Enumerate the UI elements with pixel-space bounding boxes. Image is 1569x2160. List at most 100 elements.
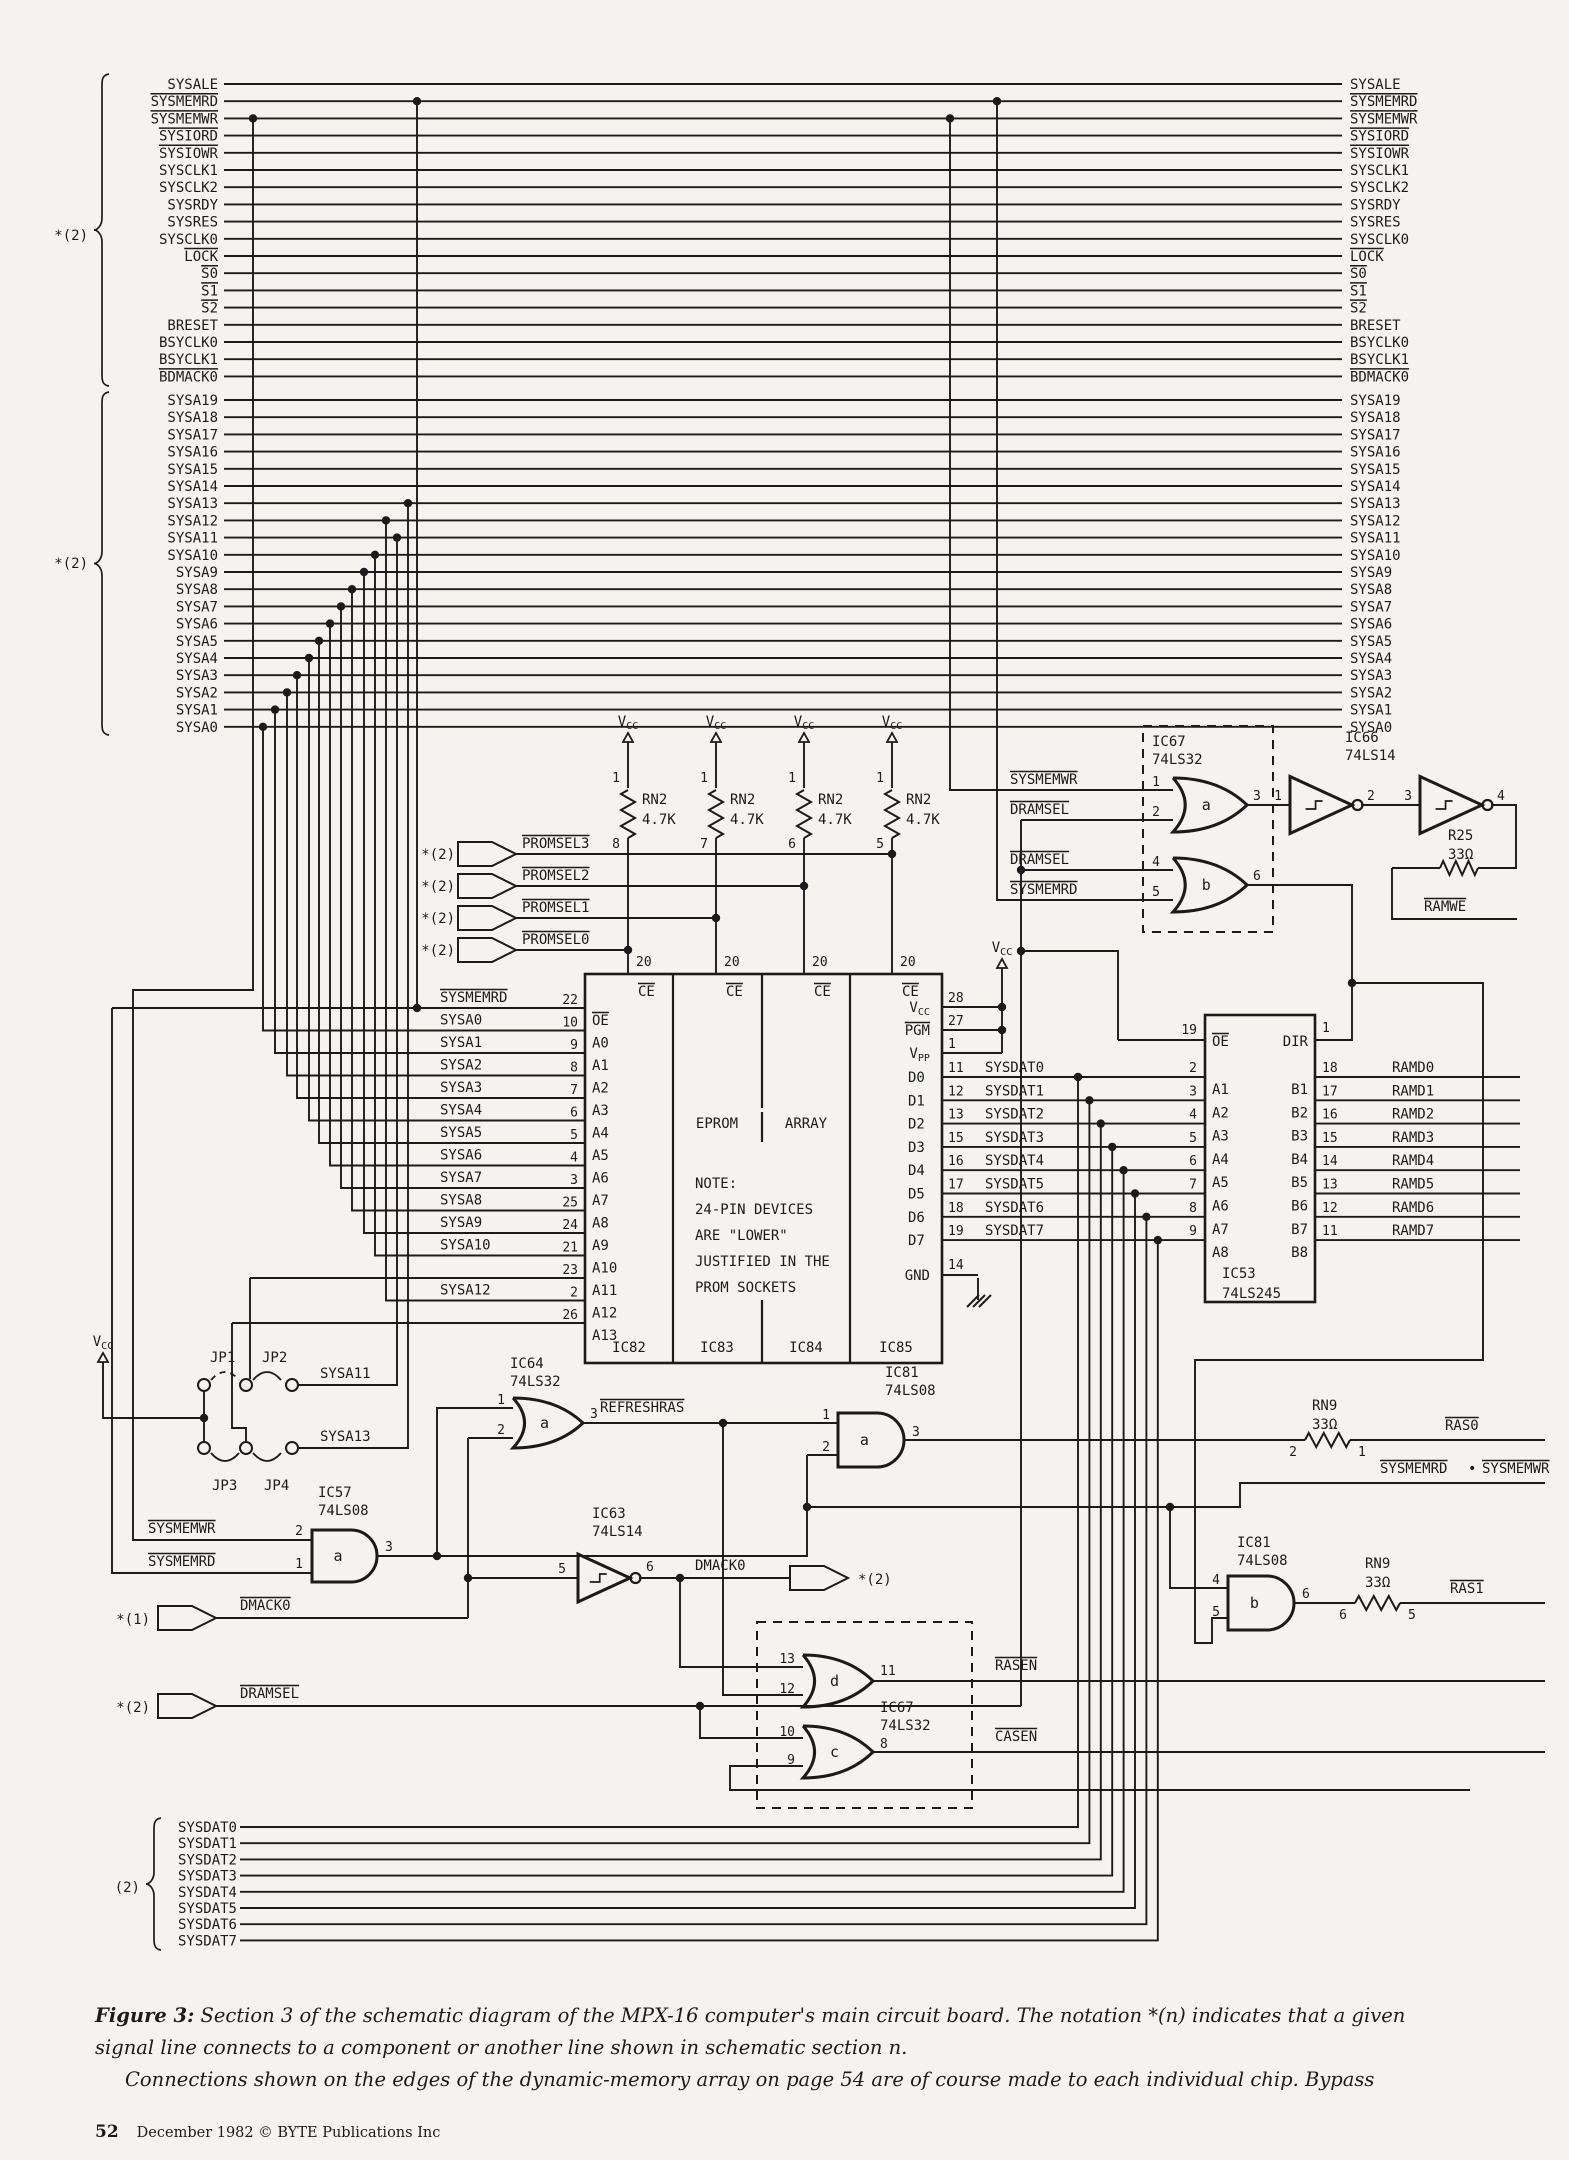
pin-number: 15 <box>948 1131 964 1146</box>
bus-signal-label: S2 <box>201 301 218 317</box>
bus-signal-label: SYSA18 <box>1350 410 1401 426</box>
resistor <box>1304 1430 1351 1450</box>
hysteresis-icon <box>589 1573 607 1583</box>
section-tag: *(1) <box>116 1612 150 1628</box>
pin-number: 15 <box>1322 1131 1338 1146</box>
pin-number: 2 <box>822 1440 830 1455</box>
eprom-title: EPROM <box>696 1116 738 1132</box>
gate-letter: b <box>1250 1594 1259 1612</box>
note-text: NOTE: <box>695 1176 737 1192</box>
bus-signal-label: SYSA19 <box>1350 393 1401 409</box>
signal-label: SYSMEMRD <box>148 1554 215 1570</box>
pin-number: 12 <box>1322 1201 1338 1216</box>
section-tag: *(2) <box>858 1572 892 1588</box>
or-gate <box>799 1724 876 1780</box>
pin-name: B4 <box>1291 1152 1308 1168</box>
component-value: 33Ω <box>1448 847 1473 863</box>
bus-signal-label: SYSCLK2 <box>159 180 218 196</box>
jumper-pad-icon <box>239 1378 253 1392</box>
offpage-connector-icon <box>457 873 519 899</box>
bus-signal-label: SYSA6 <box>1350 617 1392 633</box>
wire <box>1021 950 1119 1040</box>
bus-brace <box>145 1817 162 1951</box>
bus-signal-label: SYSCLK2 <box>1350 180 1409 196</box>
wire <box>340 606 585 1189</box>
jumper-label: JP2 <box>262 1350 287 1366</box>
bus-signal-label: SYSA2 <box>176 685 218 701</box>
component-designator: RN2 <box>818 792 843 808</box>
wire <box>1247 884 1353 1041</box>
bus-signal-label: SYSRES <box>167 215 218 231</box>
wire <box>296 675 585 1099</box>
signal-label: SYSMEMWR <box>148 1521 216 1537</box>
component-designator: RN9 <box>1365 1556 1390 1572</box>
pin-name: A5 <box>1212 1175 1229 1191</box>
pin-number: 1 <box>497 1393 505 1408</box>
signal-label: RAMD7 <box>1392 1223 1434 1239</box>
wire <box>102 1362 204 1419</box>
junction-dot <box>887 849 897 859</box>
bus-signal-label: LOCK <box>1350 249 1384 265</box>
bus-signal-label: SYSA0 <box>176 720 218 736</box>
pin-name: VPP <box>909 1046 930 1064</box>
jumper-pad-icon <box>197 1441 211 1455</box>
signal-label: RAS1 <box>1450 1581 1484 1597</box>
bus-signal-label: SYSDAT2 <box>178 1852 237 1868</box>
component-value: 33Ω <box>1312 1417 1337 1433</box>
pin-name: B7 <box>1291 1222 1308 1238</box>
pin-name: A6 <box>592 1171 609 1187</box>
chip-part: 74LS08 <box>318 1503 369 1519</box>
bus-signal-label: SYSRDY <box>1350 197 1401 213</box>
pin-number: 25 <box>562 1196 578 1211</box>
pin-name: CE <box>638 984 655 1000</box>
eprom-title: ARRAY <box>785 1116 828 1132</box>
pin-number: 17 <box>1322 1084 1338 1099</box>
note-text: ARE "LOWER" <box>695 1228 788 1244</box>
signal-label: PROMSEL0 <box>522 932 589 948</box>
pin-number: 18 <box>1322 1061 1338 1076</box>
wire <box>949 118 1173 791</box>
component-value: 4.7K <box>642 812 676 828</box>
wire <box>274 709 585 1054</box>
signal-label: DRAMSEL <box>240 1686 299 1702</box>
bus-signal-label: SYSALE <box>167 77 218 93</box>
chip-designator: IC53 <box>1222 1266 1256 1282</box>
bus-signal-label: S1 <box>1350 283 1367 299</box>
wire <box>436 1407 513 1556</box>
bus-signal-label: SYSA14 <box>167 479 218 495</box>
pin-number: 1 <box>612 771 620 786</box>
pin-number: 6 <box>646 1560 654 1575</box>
pin-name: CE <box>902 984 919 1000</box>
pin-number: 1 <box>788 771 796 786</box>
component-value: 33Ω <box>1365 1575 1390 1591</box>
bus-signal-label: SYSA3 <box>176 668 218 684</box>
component-designator: R25 <box>1448 828 1473 844</box>
bus-signal-label: SYSA16 <box>167 445 218 461</box>
pin-name: A0 <box>592 1036 609 1052</box>
component-designator: RN9 <box>1312 1398 1337 1414</box>
wire <box>111 1008 312 1574</box>
pin-number: 4 <box>1189 1108 1197 1123</box>
pin-name: B2 <box>1291 1105 1308 1121</box>
bus-line <box>240 1240 1159 1942</box>
bus-signal-label: SYSA11 <box>167 531 218 547</box>
signal-label: SYSDAT2 <box>985 1107 1044 1123</box>
chip-designator: IC82 <box>612 1340 646 1356</box>
bus-signal-label: SYSA19 <box>167 393 218 409</box>
jumper-label: JP1 <box>210 1350 235 1366</box>
pin-name: D2 <box>908 1117 925 1133</box>
hysteresis-icon <box>1435 800 1453 810</box>
pin-number: 18 <box>948 1201 964 1216</box>
bus-signal-label: SYSA5 <box>1350 634 1392 650</box>
chip-part: 74LS08 <box>1237 1553 1288 1569</box>
chip-part: 74LS08 <box>885 1383 936 1399</box>
component-value: 4.7K <box>730 812 764 828</box>
bus-signal-label: SYSA8 <box>176 582 218 598</box>
pin-name: D3 <box>908 1140 925 1156</box>
signal-label: SYSA8 <box>440 1193 482 1209</box>
chip-designator: IC66 <box>1345 730 1379 746</box>
signal-label: RAS0 <box>1445 1418 1479 1434</box>
pin-number: 20 <box>812 955 828 970</box>
